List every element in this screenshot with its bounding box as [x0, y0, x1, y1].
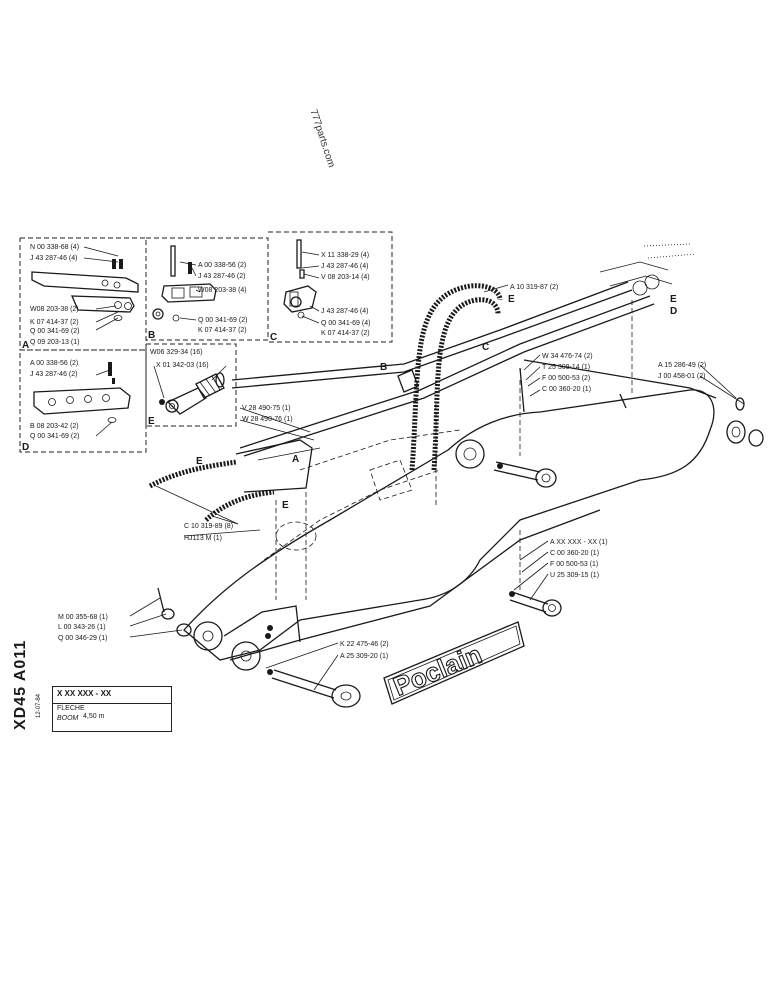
drawing-date: 12-07-84 — [36, 693, 42, 718]
callout-c10-319-89: C 10 319-89 (8) — [184, 523, 233, 530]
main-letter-e-lower: E — [282, 500, 289, 511]
leader-lines — [83, 246, 745, 691]
poclain-logo: Poclain — [383, 621, 525, 705]
callout-axx-xxx-xx: A XX XXX - XX (1) — [550, 539, 608, 546]
callout-q00-341-69-c: Q 00 341-69 (4) — [321, 320, 370, 327]
callout-hj113m: HJ113 M (1) — [184, 535, 222, 542]
callout-a25-309-20: A 25 309-20 (1) — [340, 653, 388, 660]
callout-b08-203-42: B 08 203-42 (2) — [30, 423, 79, 430]
callout-x01-342-03: X 01 342-03 (16) — [156, 362, 209, 369]
main-letter-c: C — [482, 342, 489, 353]
callout-k07-414-37: K 07 414-37 (2) — [30, 319, 79, 326]
drawing-code: XD45 A011 — [12, 639, 29, 730]
callout-w34-476-74: W 34 476-74 (2) — [542, 353, 593, 360]
title-ref: X XX XXX - XX — [53, 687, 171, 704]
callout-c00-360-20-b: C 00 360-20 (1) — [550, 550, 599, 557]
callout-c00-360-20: C 00 360-20 (1) — [542, 386, 591, 393]
main-letter-e-right: E — [670, 294, 677, 305]
main-letter-a: A — [292, 454, 299, 465]
callout-n00-338-68: N 00 338-68 (4) — [30, 244, 79, 251]
callout-j43-287-46-d: J 43 287-46 (2) — [30, 371, 77, 378]
callout-w08-203-38-b: W08 203-38 (4) — [198, 287, 247, 294]
main-letter-e-left: E — [196, 456, 203, 467]
callout-f00-500-53: F 00 500-53 (2) — [542, 375, 590, 382]
callout-x11-338-29: X 11 338-29 (4) — [321, 252, 369, 259]
callout-j43-287-46-c2: J 43 287-46 (4) — [321, 308, 368, 315]
detail-d-drawing — [33, 362, 131, 423]
brand-text: Poclain — [389, 639, 486, 701]
callout-a00-338-56-d: A 00 338-56 (2) — [30, 360, 78, 367]
main-letter-e: E — [508, 294, 515, 305]
callout-a10-319-87: A 10 319-87 (2) — [510, 284, 558, 291]
detail-letters: A B C D E E C E D B A E E — [22, 294, 677, 511]
detail-c-drawing — [283, 239, 317, 319]
callout-t25-309-14: T 25 309-14 (1) — [542, 364, 590, 371]
detail-b-drawing — [152, 245, 217, 322]
detail-letter-d: D — [22, 442, 29, 453]
callout-w08-203-38: W08 203-38 (2) — [30, 306, 79, 313]
callout-m00-355-68: M 00 355-68 (1) — [58, 614, 108, 621]
callout-a00-338-56: A 00 338-56 (2) — [198, 262, 246, 269]
callout-w28-490-76: W 28 490-76 (1) — [242, 416, 293, 423]
callout-k07-414-37-c: K 07 414-37 (2) — [321, 330, 370, 337]
main-letter-d: D — [670, 306, 677, 317]
callout-k07-414-37-b: K 07 414-37 (2) — [198, 327, 247, 334]
callout-a15-286-49: A 15 286-49 (2) — [658, 362, 706, 369]
detail-a-drawing — [31, 259, 139, 321]
detail-letter-b: B — [148, 330, 155, 341]
callout-q09-203-13: Q 09 203-13 (1) — [30, 339, 79, 346]
detail-letter-a: A — [22, 340, 29, 351]
callout-j43-287-46: J 43 287-46 (4) — [30, 255, 77, 262]
title-size: 4,50 m — [83, 713, 105, 720]
callout-j00-458-01: J 00 458-01 (2) — [658, 373, 705, 380]
callout-w06-329-34: W06 329-34 (16) — [150, 349, 203, 356]
callout-q00-341-69: Q 00 341-69 (2) — [30, 328, 79, 335]
callout-v08-203-14: V 08 203-14 (4) — [321, 274, 370, 281]
callout-k22-475-46: K 22 475-46 (2) — [340, 641, 389, 648]
callout-u25-309-15: U 25 309-15 (1) — [550, 572, 599, 579]
callout-j43-287-46-c: J 43 287-46 (4) — [321, 263, 368, 270]
title-en: BOOM — [57, 715, 79, 722]
callout-j43-287-46-b: J 43 287-46 (2) — [198, 273, 245, 280]
detail-boxes — [19, 231, 393, 453]
detail-e-drawing — [159, 372, 225, 415]
title-fr: FLECHE — [57, 705, 85, 712]
callout-q00-341-69-b: Q 00 341-69 (2) — [198, 317, 247, 324]
detail-letter-c: C — [270, 332, 277, 343]
main-letter-b: B — [380, 362, 387, 373]
boom-main-drawing — [148, 243, 764, 708]
callout-f00-500-53-b: F 00 500-53 (1) — [550, 561, 598, 568]
detail-letter-e: E — [148, 416, 155, 427]
part-callouts: N 00 338-68 (4) J 43 287-46 (4) W08 203-… — [30, 244, 706, 660]
callout-q00-346-29: Q 00 346-29 (1) — [58, 635, 107, 642]
callout-q00-341-69-d: Q 00 341-69 (2) — [30, 433, 79, 440]
title-block: X XX XXX - XX FLECHE BOOM 4,50 m — [52, 686, 172, 732]
callout-v28-490-75: V 28 490-75 (1) — [242, 405, 291, 412]
callout-l00-343-26: L 00 343-26 (1) — [58, 624, 106, 631]
